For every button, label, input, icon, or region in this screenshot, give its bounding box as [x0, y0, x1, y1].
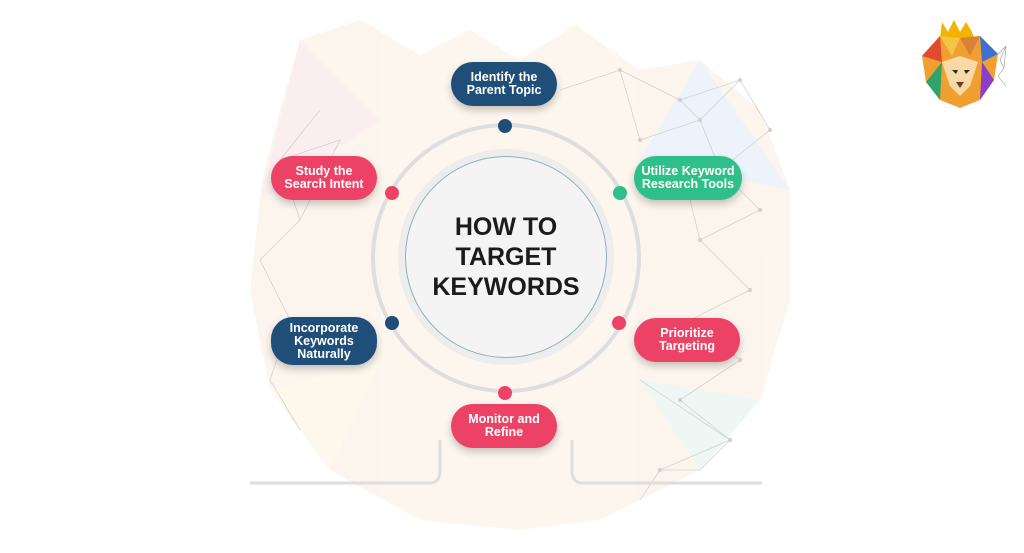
- step-prioritize-targeting: Prioritize Targeting: [634, 318, 740, 362]
- node-dot-study: [385, 186, 399, 200]
- node-dot-incorporate: [385, 316, 399, 330]
- lion-crown-logo-icon: [922, 20, 1007, 108]
- node-dot-identify: [498, 119, 512, 133]
- node-dot-monitor: [498, 386, 512, 400]
- step-utilize-keyword-research-tools: Utilize Keyword Research Tools: [634, 156, 742, 200]
- step-study-search-intent: Study the Search Intent: [271, 156, 377, 200]
- step-incorporate-keywords-naturally: Incorporate Keywords Naturally: [271, 317, 377, 365]
- diagram-title: HOW TO TARGET KEYWORDS: [432, 213, 580, 301]
- center-circle: HOW TO TARGET KEYWORDS: [405, 156, 607, 358]
- node-dot-utilize: [613, 186, 627, 200]
- node-dot-prioritize: [612, 316, 626, 330]
- step-monitor-and-refine: Monitor and Refine: [451, 404, 557, 448]
- step-identify-parent-topic: Identify the Parent Topic: [451, 62, 557, 106]
